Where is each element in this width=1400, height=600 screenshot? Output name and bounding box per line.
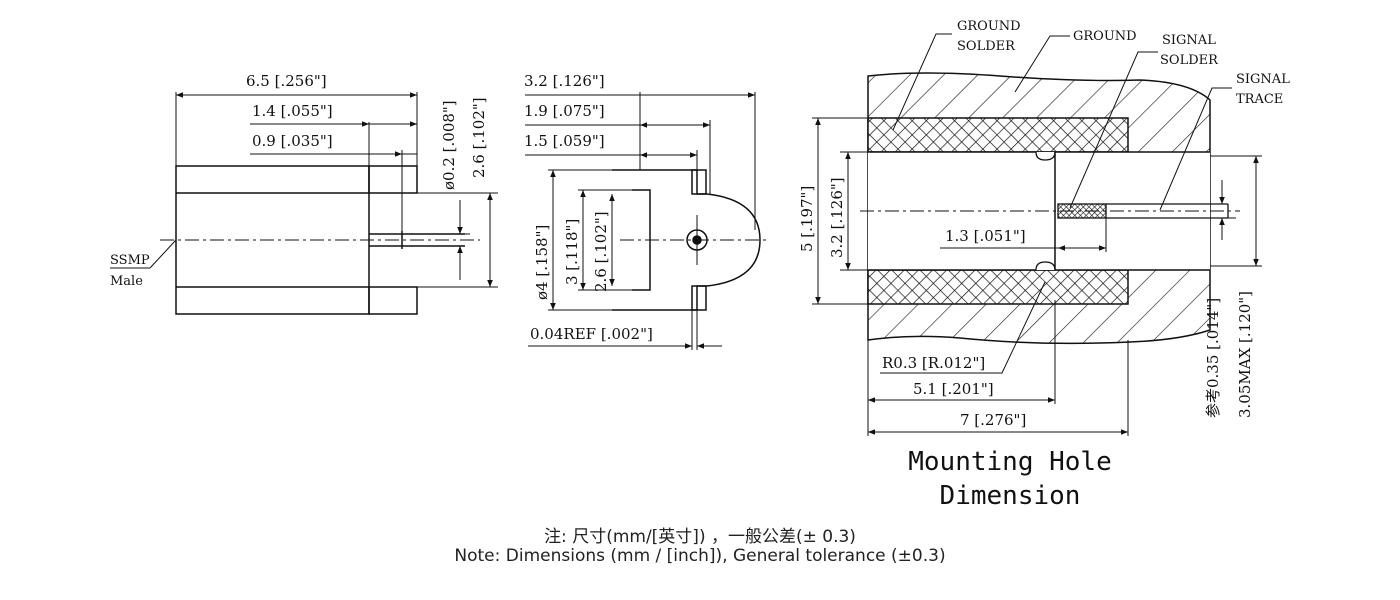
note-chinese: 注: 尺寸(mm/[英寸]) ，一般公差(± 0.3) xyxy=(544,527,856,547)
mounting-title-line1: Mounting Hole xyxy=(908,447,1112,477)
dim-outer-height: 5 [.197"] xyxy=(798,186,816,252)
dim-pin-diameter: ø0.2 [.008"] xyxy=(440,100,458,190)
dim-pin-tip: 0.9 [.035"] xyxy=(252,132,333,150)
dim-pin-extension: 1.4 [.055"] xyxy=(252,102,333,120)
dim-inner-height: 3.2 [.126"] xyxy=(828,177,846,258)
lower-flange xyxy=(691,285,707,311)
label-signal-trace-1: SIGNAL xyxy=(1236,72,1290,87)
mounting-hole-view xyxy=(812,33,1262,436)
label-ssmp: SSMP xyxy=(110,253,150,268)
ground-solder-bottom xyxy=(867,269,1129,305)
front-outline xyxy=(612,169,761,311)
label-signal-solder-1: SIGNAL xyxy=(1162,33,1216,48)
label-signal-solder-2: SOLDER xyxy=(1160,53,1219,68)
top-tab xyxy=(368,165,418,194)
label-ground-solder-2: SOLDER xyxy=(957,39,1016,54)
dim-diameter-outer: ø4 [.158"] xyxy=(533,225,551,300)
label-ground: GROUND xyxy=(1073,29,1137,44)
side-view xyxy=(110,92,498,315)
front-view xyxy=(525,92,770,350)
dim-signal-length: 1.3 [.051"] xyxy=(945,227,1026,245)
ground-solder-top xyxy=(867,117,1129,153)
mounting-title-line2: Dimension xyxy=(940,481,1081,511)
dim-pin-height: 2.6 [.102"] xyxy=(470,97,488,178)
dim-diameter-2-6: 2.6 [.102"] xyxy=(592,211,610,292)
dim-width-inner: 1.5 [.059"] xyxy=(524,132,605,150)
note-english: Note: Dimensions (mm / [inch]), General … xyxy=(454,546,946,566)
dim-depth-inner: 5.1 [.201"] xyxy=(913,380,994,398)
dim-overall-length: 6.5 [.256"] xyxy=(246,72,327,90)
label-signal-trace-2: TRACE xyxy=(1236,92,1283,107)
dim-ref-offset: 0.04REF [.002"] xyxy=(530,325,653,343)
dim-radius: R0.3 [R.012"] xyxy=(882,354,985,372)
dim-max-thickness: 3.05MAX [.120"] xyxy=(1236,291,1254,418)
bottom-tab xyxy=(368,286,418,315)
dim-ref-thickness: 参考0.35 [.014"] xyxy=(1204,298,1222,418)
dim-diameter-3: 3 [.118"] xyxy=(563,219,581,285)
label-male: Male xyxy=(110,274,143,289)
label-ground-solder-1: GROUND xyxy=(957,19,1021,34)
upper-flange xyxy=(691,169,707,195)
dim-depth-total: 7 [.276"] xyxy=(960,411,1026,429)
dim-width-total: 3.2 [.126"] xyxy=(524,72,605,90)
dim-width-mid: 1.9 [.075"] xyxy=(524,102,605,120)
